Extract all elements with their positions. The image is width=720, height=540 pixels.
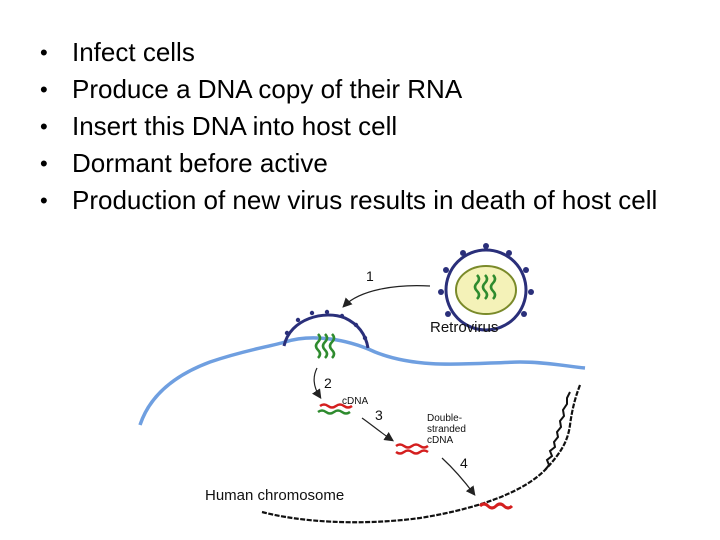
retrovirus-particle bbox=[438, 243, 534, 332]
step-4-arrow bbox=[441, 457, 476, 496]
bullet-text: Dormant before active bbox=[72, 148, 328, 178]
step-1-label: 1 bbox=[366, 268, 374, 284]
bullet-dot: • bbox=[40, 114, 48, 139]
step-2-label: 2 bbox=[324, 375, 332, 391]
vesicle-spikes bbox=[284, 309, 368, 341]
double-stranded-label-3: cDNA bbox=[427, 435, 453, 446]
bullet-item-3: • Insert this DNA into host cell bbox=[40, 108, 680, 145]
bullet-text: Infect cells bbox=[72, 37, 195, 67]
integrated-provirus bbox=[478, 502, 514, 510]
bullet-list: • Infect cells • Produce a DNA copy of the… bbox=[40, 34, 680, 219]
bullet-item-4: • Dormant before active bbox=[40, 145, 680, 182]
bullet-dot: • bbox=[40, 40, 48, 65]
double-stranded-label-1: Double- bbox=[427, 413, 462, 424]
step-3-label: 3 bbox=[375, 407, 383, 423]
vesicle-rna-strands bbox=[314, 333, 336, 359]
step-2-arrow bbox=[312, 367, 322, 399]
cdna-label: cDNA bbox=[342, 396, 368, 407]
bullet-text: Production of new virus results in death… bbox=[72, 185, 658, 215]
chromosome-label: Human chromosome bbox=[205, 487, 344, 504]
bullet-text: Produce a DNA copy of their RNA bbox=[72, 74, 463, 104]
step-4-label: 4 bbox=[460, 455, 468, 471]
bullet-item-2: • Produce a DNA copy of their RNA bbox=[40, 71, 680, 108]
chromosome-zigzag bbox=[544, 391, 571, 471]
double-stranded-cdna bbox=[395, 443, 429, 455]
double-stranded-label-2: stranded bbox=[427, 424, 466, 435]
retrovirus-label: Retrovirus bbox=[430, 319, 498, 336]
bullet-text: Insert this DNA into host cell bbox=[72, 111, 398, 141]
cell-membrane bbox=[138, 336, 586, 426]
bullet-dot: • bbox=[40, 77, 48, 102]
human-chromosome bbox=[261, 384, 582, 524]
step-1-arrow bbox=[342, 285, 431, 308]
step-3-arrow bbox=[361, 417, 394, 442]
bullet-item-5: • Production of new virus results in deat… bbox=[40, 182, 680, 219]
bullet-item-1: • Infect cells bbox=[40, 34, 680, 71]
bullet-dot: • bbox=[40, 151, 48, 176]
cdna-hybrid bbox=[317, 403, 353, 415]
bullet-dot: • bbox=[40, 188, 48, 213]
